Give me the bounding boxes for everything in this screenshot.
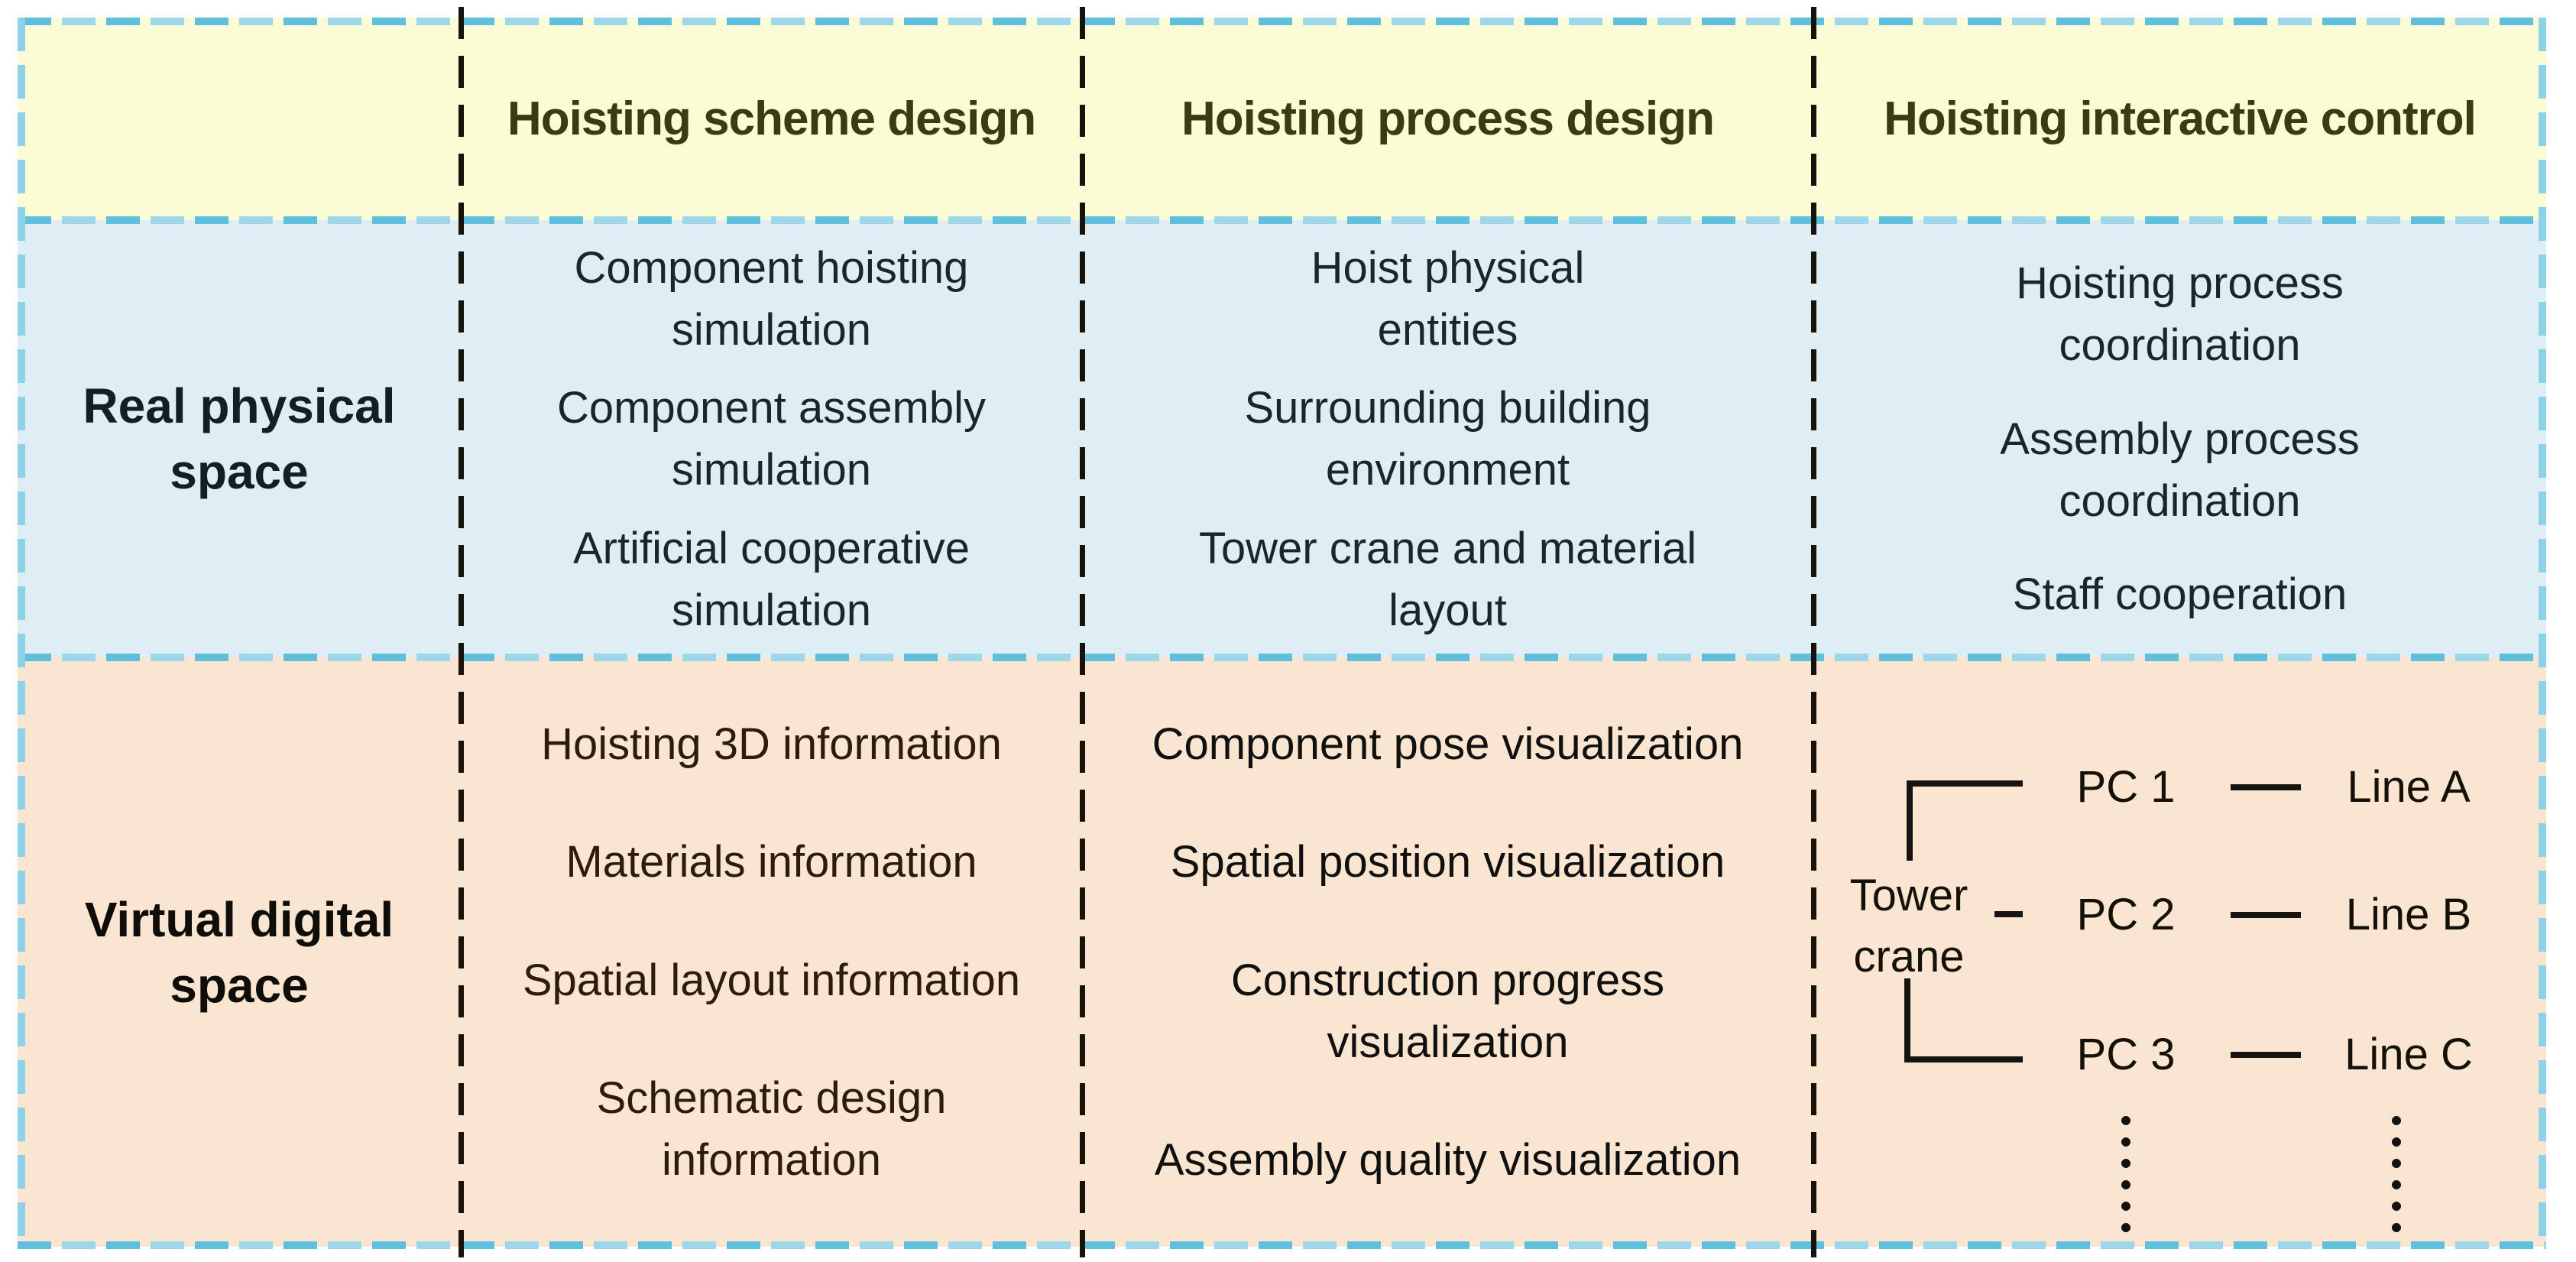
column-divider-1 xyxy=(458,7,464,1257)
hoisting-table: Hoisting scheme design Hoisting process … xyxy=(18,7,2546,1257)
list-item: Assembly quality visualization xyxy=(1154,1134,1742,1185)
vertical-ellipsis-pc xyxy=(2121,1116,2130,1232)
tower-crane-network-diagram: Tower crane PC 1 PC 2 PC 3 Line A Line B… xyxy=(1813,657,2546,1247)
row-label-text: Real physical space xyxy=(83,378,396,499)
table-border-bottom xyxy=(18,1241,2546,1249)
real-control-cell: Hoisting process coordination Assembly p… xyxy=(1813,220,2546,657)
list-item: Surrounding building environment xyxy=(1244,383,1651,495)
connector-pc3-linec xyxy=(2231,1052,2301,1058)
row-separator-header-real xyxy=(18,216,2546,224)
header-hoisting-process-design: Hoisting process design xyxy=(1082,18,1813,220)
connector-pc1-linea xyxy=(2231,784,2301,790)
list-item: Tower crane and material layout xyxy=(1198,523,1697,635)
row-label-real-physical-space: Real physical space xyxy=(18,220,461,657)
list-item: Spatial layout information xyxy=(522,955,1021,1005)
row-label-virtual-digital-space: Virtual digital space xyxy=(18,657,461,1247)
line-c-node: Line C xyxy=(2344,1030,2473,1079)
column-divider-2 xyxy=(1080,7,1085,1257)
tower-crane-node: Tower crane xyxy=(1849,871,1968,981)
row-label-text: Virtual digital space xyxy=(84,891,394,1013)
list-item: Hoisting process coordination xyxy=(2016,258,2344,370)
row-separator-real-virtual xyxy=(18,654,2546,661)
list-item: Hoisting 3D information xyxy=(541,719,1002,770)
list-item: Artificial cooperative simulation xyxy=(573,523,970,635)
connector-elbow-top-horizontal xyxy=(1907,780,2023,787)
list-item: Component pose visualization xyxy=(1152,719,1744,770)
list-item: Hoist physical entities xyxy=(1311,242,1585,355)
list-item: Staff cooperation xyxy=(2012,569,2348,620)
pc1-node: PC 1 xyxy=(2076,762,2176,812)
header-corner-cell xyxy=(18,18,461,220)
table-border-top xyxy=(18,18,2546,25)
table-border-right xyxy=(2539,18,2546,1247)
column-divider-3 xyxy=(1811,7,1816,1257)
header-hoisting-interactive-control: Hoisting interactive control xyxy=(1813,18,2546,220)
list-item: Materials information xyxy=(565,837,977,887)
connector-elbow-top-vertical xyxy=(1907,780,1913,861)
vertical-ellipsis-line xyxy=(2392,1116,2401,1232)
pc2-node: PC 2 xyxy=(2076,890,2176,939)
connector-root-dash xyxy=(1994,911,2023,917)
list-item: Assembly process coordination xyxy=(2000,414,2360,526)
real-process-cell: Hoist physical entities Surrounding buil… xyxy=(1082,220,1813,657)
list-item: Spatial position visualization xyxy=(1170,837,1725,887)
column-header-label: Hoisting scheme design xyxy=(507,92,1036,145)
header-hoisting-scheme-design: Hoisting scheme design xyxy=(461,18,1082,220)
line-a-node: Line A xyxy=(2347,762,2471,812)
list-item: Component hoisting simulation xyxy=(574,242,969,355)
list-item: Component assembly simulation xyxy=(557,383,986,495)
line-b-node: Line B xyxy=(2345,890,2472,939)
column-header-label: Hoisting interactive control xyxy=(1884,92,2477,145)
list-item: Schematic design information xyxy=(596,1072,947,1185)
connector-elbow-bottom-horizontal xyxy=(1904,1056,2023,1062)
connector-elbow-bottom-vertical xyxy=(1904,978,1910,1062)
list-item: Construction progress visualization xyxy=(1230,955,1665,1067)
pc3-node: PC 3 xyxy=(2076,1030,2176,1079)
column-header-label: Hoisting process design xyxy=(1181,92,1715,145)
virtual-process-cell: Component pose visualization Spatial pos… xyxy=(1082,657,1813,1247)
virtual-scheme-cell: Hoisting 3D information Materials inform… xyxy=(461,657,1082,1247)
connector-pc2-lineb xyxy=(2231,912,2301,918)
table-border-left xyxy=(18,18,25,1247)
real-scheme-cell: Component hoisting simulation Component … xyxy=(461,220,1082,657)
